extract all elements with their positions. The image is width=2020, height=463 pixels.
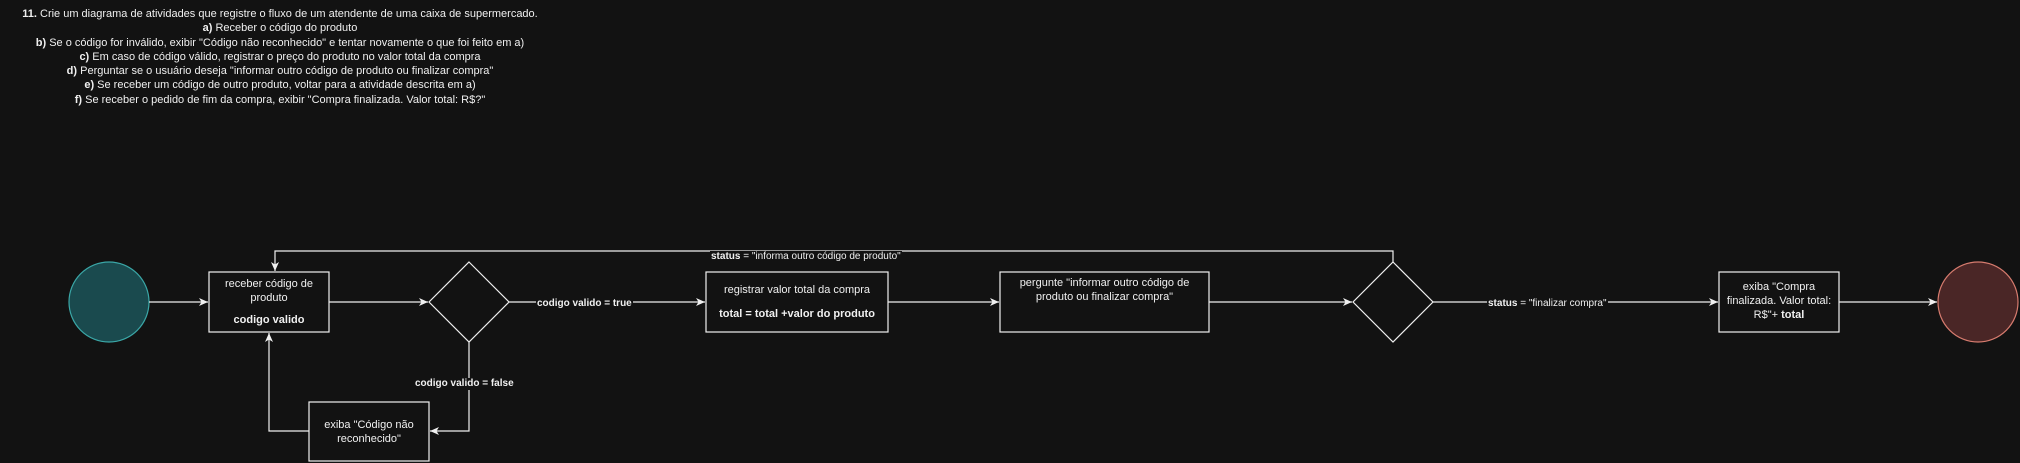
task-item: b) Se o código for inválido, exibir "Cód… <box>0 36 560 50</box>
task-number: 11. <box>22 8 37 20</box>
task-item-text: Se receber o pedido de fim da compra, ex… <box>85 93 486 106</box>
task-item: c) Em caso de código válido, registrar o… <box>0 50 560 64</box>
decision-code-valid <box>428 261 510 343</box>
task-item-letter: a) <box>202 22 213 35</box>
task-item-text: Perguntar se o usuário deseja "informar … <box>80 65 494 78</box>
task-item-text: Se o código for inválido, exibir "Código… <box>49 36 525 49</box>
receive-code-label: receber código de produto codigo valido <box>209 272 329 332</box>
edge-decision-false <box>430 342 470 435</box>
task-statement: 11. Crie um diagrama de atividades que r… <box>0 7 560 107</box>
ask-user-text: pergunte "informar outro código de produ… <box>1019 277 1190 303</box>
task-item-letter: b) <box>35 36 47 49</box>
register-total-label: registrar valor total da compra total = … <box>706 272 888 332</box>
task-item-letter: f) <box>74 93 83 106</box>
edge-label-status-finish: status = "finalizar compra" <box>1487 298 1608 310</box>
edge-label-status-other: status = "informa outro código de produt… <box>710 251 902 263</box>
task-item-letter: c) <box>79 50 90 63</box>
receive-code-text: receber código de produto <box>224 278 314 304</box>
task-title: Crie um diagrama de atividades que regis… <box>40 8 538 20</box>
task-item-letter: e) <box>84 79 95 92</box>
task-item: e) Se receber um código de outro produto… <box>0 78 560 92</box>
task-item: a) Receber o código do produto <box>0 21 560 35</box>
register-total-formula: total = total +valor do produto <box>719 308 875 320</box>
edge-label-status-other-key: status <box>711 251 741 262</box>
task-item-text: Se receber um código de outro produto, v… <box>97 79 476 92</box>
edge-label-status-finish-key: status <box>1488 298 1518 309</box>
task-title-line: 11. Crie um diagrama de atividades que r… <box>0 7 560 21</box>
edge-label-valid-false: codigo valido = false <box>414 378 515 390</box>
edge-label-valid-true: codigo valido = true <box>536 298 633 310</box>
receive-code-condition: codigo valido <box>233 314 305 326</box>
invalid-code-text: exiba "Código não reconhecido" <box>324 418 414 445</box>
invalid-code-label: exiba "Código não reconhecido" <box>309 402 429 461</box>
start-node <box>68 261 150 343</box>
task-item: f) Se receber o pedido de fim da compra,… <box>0 93 560 107</box>
end-node <box>1937 261 2019 343</box>
edge-invalid-to-receive <box>265 333 309 432</box>
task-item: d) Perguntar se o usuário deseja "inform… <box>0 64 560 78</box>
task-item-text: Receber o código do produto <box>215 22 358 35</box>
task-item-text: Em caso de código válido, registrar o pr… <box>92 50 481 63</box>
edge-label-valid-false-text: codigo valido = false <box>415 378 514 389</box>
edge-label-status-other-value: = "informa outro código de produto" <box>740 251 901 262</box>
decision-status <box>1352 261 1434 343</box>
finish-purchase-label: exiba "Compra finalizada. Valor total: R… <box>1719 272 1839 332</box>
edge-label-status-finish-value: = "finalizar compra" <box>1517 298 1607 309</box>
ask-user-label: pergunte "informar outro código de produ… <box>1000 272 1209 304</box>
finish-purchase-text: exiba "Compra finalizada. Valor total: R… <box>1726 281 1832 321</box>
task-item-letter: d) <box>66 65 78 78</box>
edge-label-valid-true-text: codigo valido = true <box>537 298 632 309</box>
finish-purchase-total: total <box>1781 309 1805 321</box>
register-total-text: registrar valor total da compra <box>723 284 871 296</box>
